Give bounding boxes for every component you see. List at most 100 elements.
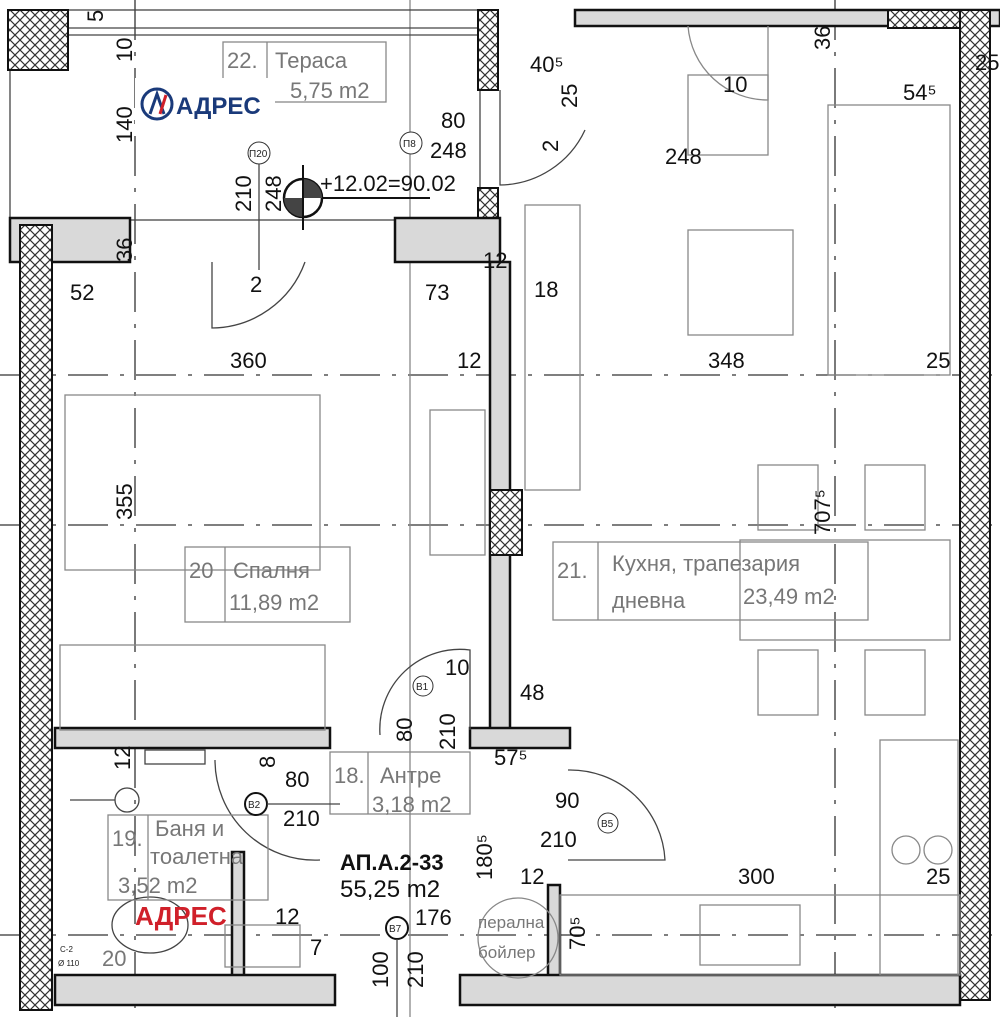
tag-c2: C-2 [60, 945, 73, 954]
room-num-living: 21. [557, 558, 588, 583]
dim: 2 [538, 140, 563, 152]
dim: 25 [926, 864, 950, 889]
dim: 54⁵ [903, 80, 937, 105]
dim: 180⁵ [472, 834, 497, 880]
dim: 25 [926, 348, 950, 373]
dim: 52 [70, 280, 94, 305]
dim: 70⁵ [565, 916, 590, 950]
wardrobe [429, 409, 486, 556]
doors [211, 25, 769, 861]
dim: 140 [112, 106, 137, 143]
dim: 57⁵ [494, 745, 528, 770]
level-text: +12.02=90.02 [320, 171, 456, 196]
dim: 12 [457, 348, 481, 373]
dining-table [739, 539, 951, 641]
dim: 210 [403, 951, 428, 988]
room-labels: 22. Тераса 5,75 m2 20 Спалня 11,89 m2 21… [107, 41, 869, 962]
radiator [144, 749, 206, 765]
room-name2-bath: тоалетна [150, 844, 244, 869]
tag-b5: В5 [601, 819, 614, 830]
boiler-label: бойлер [478, 943, 536, 962]
dim: 80 [441, 108, 465, 133]
room-area-bath: 3,52 m2 [118, 873, 198, 898]
dim: 210 [231, 175, 256, 212]
dim: 707⁵ [810, 489, 835, 535]
tag-b7: В7 [389, 924, 402, 935]
dim: 12 [483, 248, 507, 273]
dim: 10 [112, 38, 137, 62]
dim: 25 [975, 50, 999, 75]
dim: 7 [310, 935, 322, 960]
room-name-hall: Антре [380, 763, 441, 788]
room-name-bath: Баня и [155, 816, 224, 841]
room-area-terrace: 5,75 m2 [290, 78, 370, 103]
room-num-hall: 18. [334, 763, 365, 788]
dim: 18 [534, 277, 558, 302]
watermark-text: АДРЕС [176, 93, 261, 120]
dim: 348 [708, 348, 745, 373]
sofa [827, 104, 951, 376]
room-num-bedroom: 20 [189, 558, 213, 583]
dim: 248 [430, 138, 467, 163]
room-name-living: Кухня, трапезария [612, 551, 800, 576]
room-name-bedroom: Спалня [233, 558, 310, 583]
room-name-terrace: Тераса [275, 48, 348, 73]
dim: 73 [425, 280, 449, 305]
dim: 25 [557, 84, 582, 108]
dim: 20 [102, 946, 126, 971]
tv-unit [524, 204, 581, 491]
dim: 48 [520, 680, 544, 705]
tag-pipe: Ø 110 [58, 959, 80, 968]
dim: 2 [250, 272, 262, 297]
dim: 210 [540, 827, 577, 852]
room-area-bedroom: 11,89 m2 [229, 590, 319, 615]
watermark-logo-top: АДРЕС [135, 78, 275, 134]
room-num-bath: 19. [112, 826, 143, 851]
dim: 176 [415, 905, 452, 930]
dim: 248 [665, 144, 702, 169]
apartment-area: 55,25 m2 [340, 876, 440, 903]
dim: 100 [368, 951, 393, 988]
tag-b2: В2 [248, 800, 261, 811]
walls [7, 8, 1000, 1011]
dim: 12 [275, 904, 299, 929]
dim: 10 [445, 655, 469, 680]
bed [64, 394, 321, 571]
washbasin [224, 924, 301, 968]
dim: 360 [230, 348, 267, 373]
dim: 210 [435, 713, 460, 750]
tag-p8: П8 [403, 139, 416, 150]
dim: 12 [110, 746, 135, 770]
closet [59, 644, 326, 731]
dim: 36 [810, 26, 835, 50]
dim: 210 [283, 806, 320, 831]
room-name2-living: дневна [612, 588, 686, 613]
washer [477, 897, 559, 979]
toilet [111, 896, 189, 954]
dim: 5 [83, 10, 108, 22]
kitchen-counter [879, 739, 959, 976]
dim: 90 [555, 788, 579, 813]
dim: 80 [285, 767, 309, 792]
furniture [59, 74, 961, 979]
watermark-text-bottom: АДРЕС [135, 901, 227, 931]
dim: 36 [112, 238, 137, 262]
dim: 80 [392, 718, 417, 742]
room-area-living: 23,49 m2 [743, 584, 835, 609]
dim: 12 [520, 864, 544, 889]
apartment-id: АП.А.2-33 [340, 850, 444, 875]
sink [699, 904, 801, 966]
dim: 8 [255, 756, 280, 768]
level-marker: +12.02=90.02 [282, 165, 456, 230]
dim: 355 [112, 483, 137, 520]
coffee-table [687, 229, 794, 336]
room-area-hall: 3,18 m2 [372, 792, 452, 817]
washer-label: перална [478, 913, 545, 932]
dim: 248 [261, 175, 286, 212]
dim: 40⁵ [530, 52, 564, 77]
door-tags: П20 П8 В1 В2 В5 В7 C-2 Ø 110 [58, 131, 619, 1017]
dim: 300 [738, 864, 775, 889]
tag-b1: В1 [416, 682, 429, 693]
dimension-labels: 5 10 140 36 210 248 2 80 248 2 40⁵ 25 10… [70, 10, 999, 988]
